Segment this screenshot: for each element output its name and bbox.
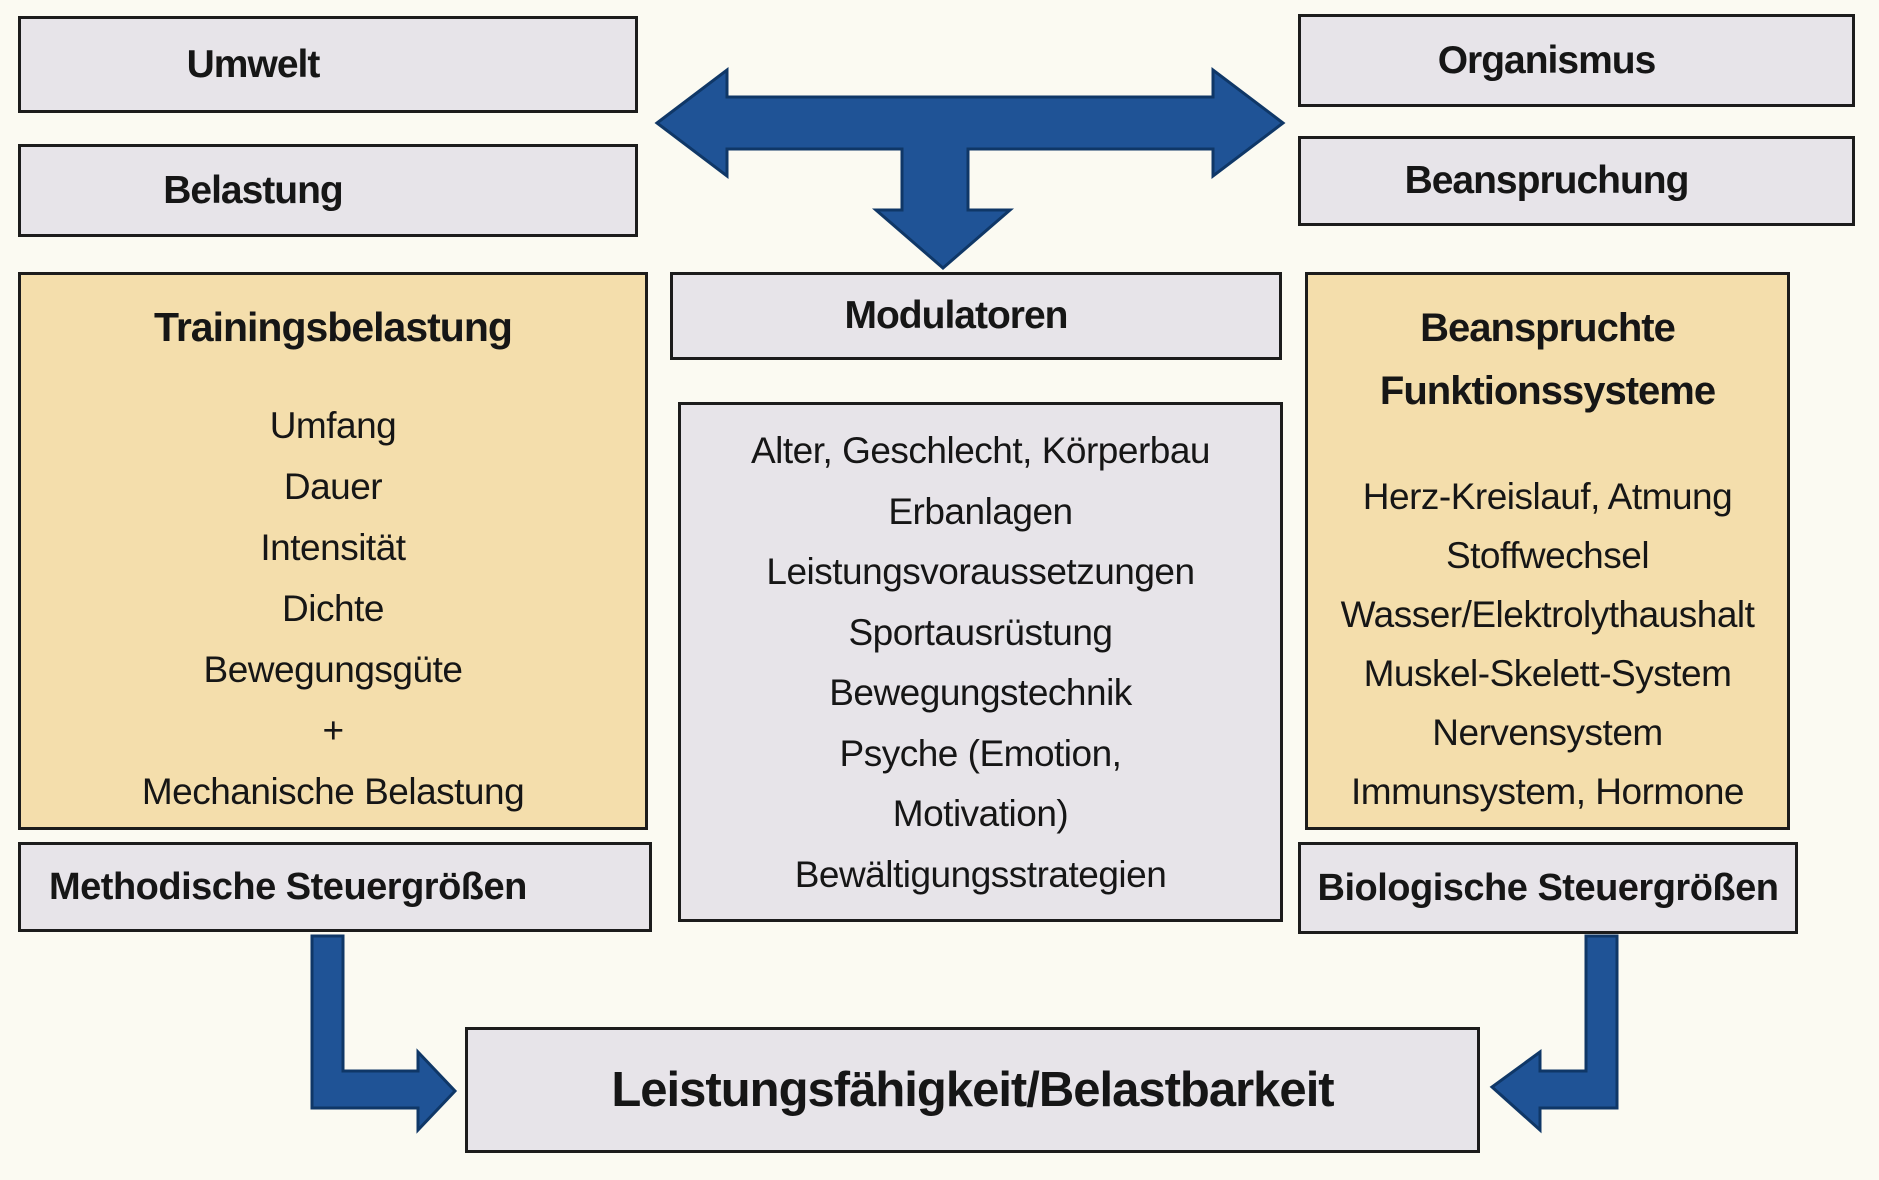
biologische-steuergroessen-box: Biologische Steuergrößen	[1298, 842, 1798, 934]
list-item: Muskel-Skelett-System	[1363, 653, 1732, 694]
list-item: Wasser/Elektrolythaushalt	[1340, 594, 1755, 635]
organismus-box: Organismus	[1298, 14, 1855, 107]
list-item: Erbanlagen	[888, 490, 1073, 532]
methodische-steuergroessen-label: Methodische Steuergrößen	[49, 865, 527, 908]
umwelt-label: Umwelt	[186, 42, 321, 86]
list-item: Mechanische Belastung	[141, 771, 525, 812]
list-item: Intensität	[260, 527, 406, 568]
funktionssysteme-items: Herz-Kreislauf, Atmung Stoffwechsel Wass…	[1341, 467, 1755, 821]
modulatoren-lines: Alter, Geschlecht, Körperbau Erbanlagen …	[750, 421, 1211, 905]
left-elbow-arrow	[310, 934, 458, 1134]
funktionssysteme-panel: Beanspruchte Funktionssysteme Herz-Kreis…	[1305, 272, 1790, 830]
funktionssysteme-title-line1: Beanspruchte	[1420, 306, 1676, 350]
trainingsbelastung-title: Trainingsbelastung	[154, 304, 513, 350]
trainingsbelastung-items: Umfang Dauer Intensität Dichte Bewegungs…	[141, 395, 525, 822]
umwelt-box: Umwelt	[18, 16, 638, 113]
list-item: Bewegungsgüte	[203, 649, 463, 690]
list-item: Alter, Geschlecht, Körperbau	[750, 430, 1211, 471]
umwelt-organismus-exchange-arrow	[654, 66, 1286, 270]
leistungsfaehigkeit-label: Leistungsfähigkeit/Belastbarkeit	[611, 1063, 1334, 1117]
organismus-label: Organismus	[1437, 38, 1657, 82]
right-elbow-arrow	[1489, 934, 1619, 1134]
modulatoren-list-box: Alter, Geschlecht, Körperbau Erbanlagen …	[678, 402, 1283, 922]
list-item: Nervensystem	[1432, 712, 1663, 753]
list-item: Dichte	[282, 588, 384, 629]
modulatoren-header-box: Modulatoren	[670, 272, 1282, 360]
list-item: +	[322, 710, 344, 751]
biologische-steuergroessen-label: Biologische Steuergrößen	[1317, 866, 1779, 909]
list-item: Leistungsvoraussetzungen	[766, 551, 1195, 592]
list-item: Dauer	[283, 466, 383, 507]
funktionssysteme-title-line2: Funktionssysteme	[1379, 369, 1716, 413]
list-item: Sportausrüstung	[848, 611, 1113, 653]
modulatoren-label: Modulatoren	[844, 294, 1069, 337]
belastung-box: Belastung	[18, 144, 638, 237]
beanspruchung-label: Beanspruchung	[1404, 159, 1690, 202]
beanspruchung-box: Beanspruchung	[1298, 136, 1855, 226]
list-item: Psyche (Emotion,	[839, 732, 1122, 774]
list-item: Stoffwechsel	[1445, 535, 1650, 576]
list-item: Immunsystem, Hormone	[1350, 771, 1744, 812]
list-item: Bewältigungsstrategien	[794, 853, 1167, 895]
list-item: Bewegungstechnik	[829, 672, 1132, 713]
list-item: Motivation)	[892, 793, 1069, 834]
list-item: Herz-Kreislauf, Atmung	[1362, 476, 1733, 517]
trainingsbelastung-panel: Trainingsbelastung Umfang Dauer Intensit…	[18, 272, 648, 830]
list-item: Umfang	[269, 405, 397, 446]
methodische-steuergroessen-box: Methodische Steuergrößen	[18, 842, 652, 932]
leistungsfaehigkeit-box: Leistungsfähigkeit/Belastbarkeit	[465, 1027, 1480, 1153]
belastung-label: Belastung	[163, 168, 344, 212]
